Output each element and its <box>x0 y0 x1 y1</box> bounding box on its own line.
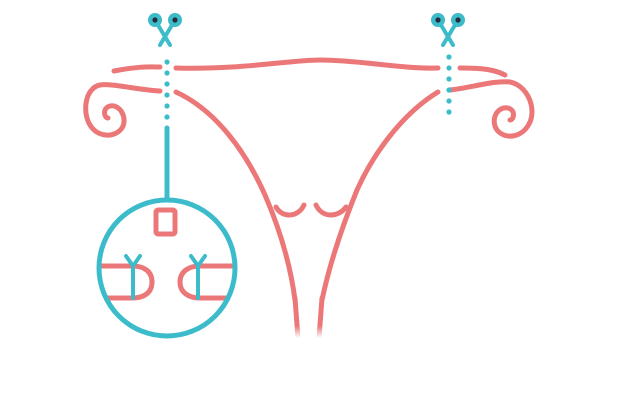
right-tube-top <box>457 65 508 78</box>
left-clip-icon <box>124 254 142 300</box>
right-scissors-icon <box>431 13 465 47</box>
uterus-right-wall-lower <box>316 295 325 341</box>
left-ovary-curl <box>83 82 163 138</box>
cervix-left-fold <box>273 202 307 218</box>
uterus-outline <box>83 57 535 341</box>
left-tube-stump <box>99 263 155 301</box>
cut-lines <box>164 54 452 120</box>
magnifier-icon <box>96 197 238 339</box>
left-scissors-icon <box>148 13 182 47</box>
uterus-right-wall <box>319 89 441 303</box>
right-clip-icon <box>189 254 207 300</box>
magnifier-lens <box>96 197 238 339</box>
right-ovary-curl <box>447 79 535 139</box>
left-tube-top <box>111 64 163 74</box>
cervix-right-fold <box>313 202 349 218</box>
removed-segment <box>153 207 178 237</box>
right-tube-stump <box>177 263 235 301</box>
uterus-left-wall-lower <box>292 295 301 341</box>
fundus-top <box>173 57 441 71</box>
uterus-left-wall <box>173 89 298 303</box>
